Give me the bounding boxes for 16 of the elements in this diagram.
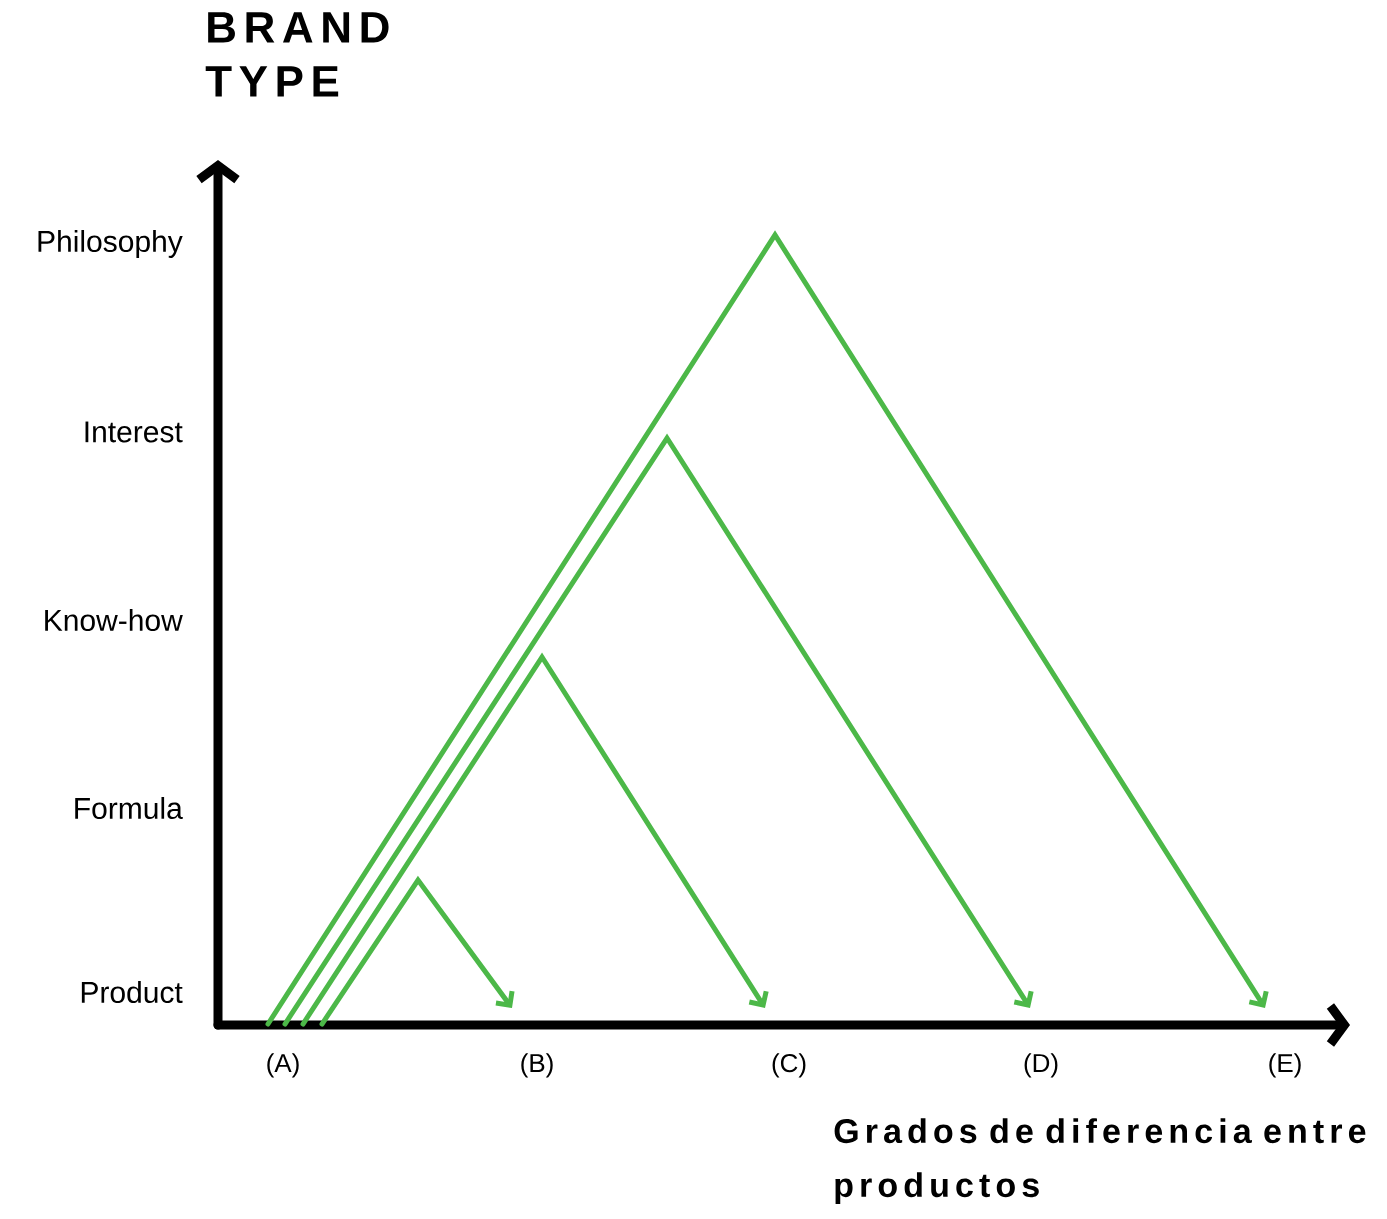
tick-label: (C) xyxy=(772,1053,806,1078)
axis-label: Know-how xyxy=(45,609,183,632)
axis-label: Interest xyxy=(85,421,183,443)
tick-label: (E) xyxy=(1269,1053,1301,1078)
axis-label: BRAND TYPE xyxy=(205,12,389,97)
arrow xyxy=(319,875,515,1027)
arrow xyxy=(282,433,1034,1027)
arrow xyxy=(265,230,1269,1027)
axis-label: Philosophy xyxy=(38,230,183,258)
axis-label: Product xyxy=(81,981,183,1004)
arrow xyxy=(300,652,769,1027)
tick-label: (A) xyxy=(267,1053,299,1078)
tick-label: (B) xyxy=(521,1053,553,1078)
axis-label: Formula xyxy=(75,797,183,820)
tick-label: (D) xyxy=(1024,1053,1058,1078)
axis-label: Grados de diferencia entre productos xyxy=(834,1118,1366,1204)
